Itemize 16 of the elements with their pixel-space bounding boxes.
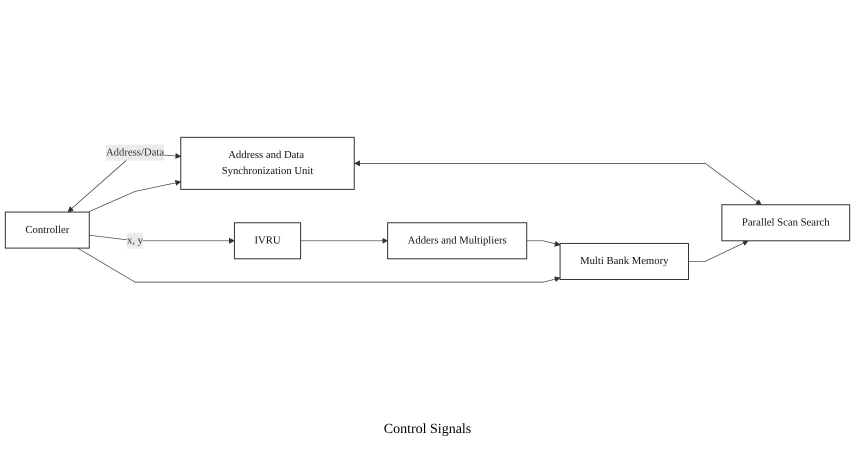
node-box: Adders and Multipliers (387, 222, 528, 260)
arrow (354, 160, 762, 206)
node-box: Controller (4, 212, 90, 249)
note-text: Control Signals (384, 422, 472, 437)
arrow (300, 238, 388, 244)
edge-label: Address/Data (106, 146, 164, 158)
node-box: Multi Bank Memory (560, 243, 689, 280)
edge-label: x, y (127, 235, 144, 246)
arrow (77, 248, 560, 283)
arrow (688, 240, 748, 262)
arrow (88, 180, 182, 213)
node-box: Address and Data Synchronization Unit (180, 137, 355, 190)
arrow (88, 235, 235, 244)
node-box: IVRU (234, 222, 302, 260)
node-box: Parallel Scan Search (721, 204, 850, 242)
arrow (526, 240, 560, 247)
